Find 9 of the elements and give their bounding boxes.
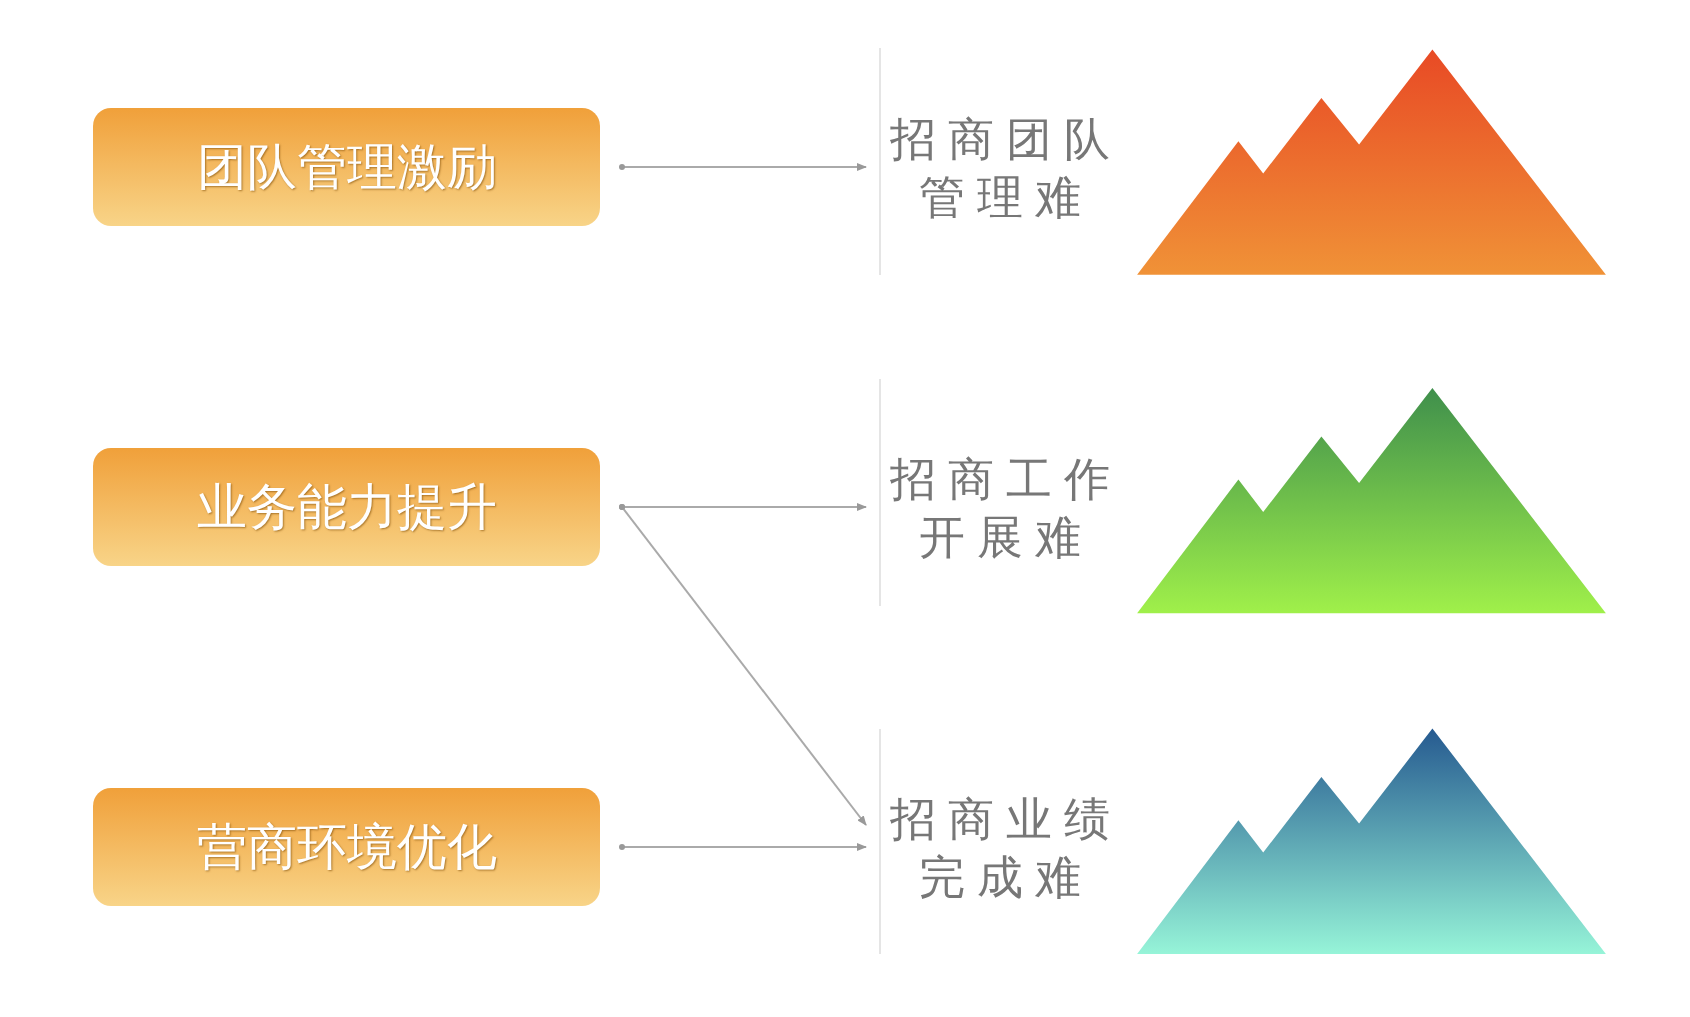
arrow (619, 163, 867, 171)
rounded-box: 团队管理激励 (93, 108, 600, 226)
difficulty-text: 招商团队管理难 (889, 110, 1123, 226)
arrow (619, 504, 867, 826)
arrow (619, 843, 867, 851)
rounded-box: 营商环境优化 (93, 788, 600, 906)
difficulty-text: 招商业绩完成难 (889, 790, 1123, 906)
difficulty-text: 招商工作开展难 (889, 450, 1123, 566)
rounded-box: 业务能力提升 (93, 448, 600, 566)
